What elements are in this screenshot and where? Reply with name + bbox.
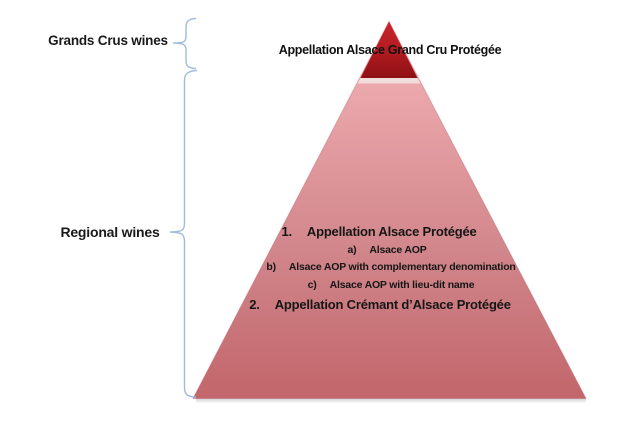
item-text: Appellation Alsace Protégée: [306, 224, 477, 239]
item-marker: 1.: [281, 224, 292, 239]
pyramid-apex: [360, 21, 418, 78]
pyramid-base-shadow: [196, 398, 586, 404]
item-text: Alsace AOP: [369, 244, 427, 256]
regional-wines-label: Regional wines: [60, 224, 160, 240]
item-marker: c): [307, 279, 317, 291]
apex-tier-title: Appellation Alsace Grand Cru Protégée: [278, 43, 502, 57]
item-text: Alsace AOP with lieu-dit name: [329, 279, 475, 291]
apex-highlight-band: [357, 77, 421, 84]
pyramid-item-b: b) Alsace AOP with complementary denomina…: [266, 261, 515, 273]
item-marker: 2.: [249, 297, 260, 312]
pyramid-item-1: 1. Appellation Alsace Protégée: [281, 224, 476, 239]
pyramid-body: [193, 21, 586, 399]
item-text: Alsace AOP with complementary denominati…: [288, 261, 516, 273]
pyramid-item-2: 2. Appellation Crémant d’Alsace Protégée: [249, 297, 511, 312]
pyramid-body-edge: [192, 20, 587, 399]
pyramid-item-c: c) Alsace AOP with lieu-dit name: [308, 279, 475, 291]
item-marker: b): [266, 261, 276, 273]
pyramid-item-a: a) Alsace AOP: [347, 244, 426, 256]
item-text: Appellation Crémant d’Alsace Protégée: [274, 297, 511, 312]
item-marker: a): [347, 244, 357, 256]
regional-bracket: [169, 69, 198, 398]
grands-crus-label: Grands Crus wines: [48, 33, 168, 48]
grands-crus-bracket: [172, 17, 197, 70]
